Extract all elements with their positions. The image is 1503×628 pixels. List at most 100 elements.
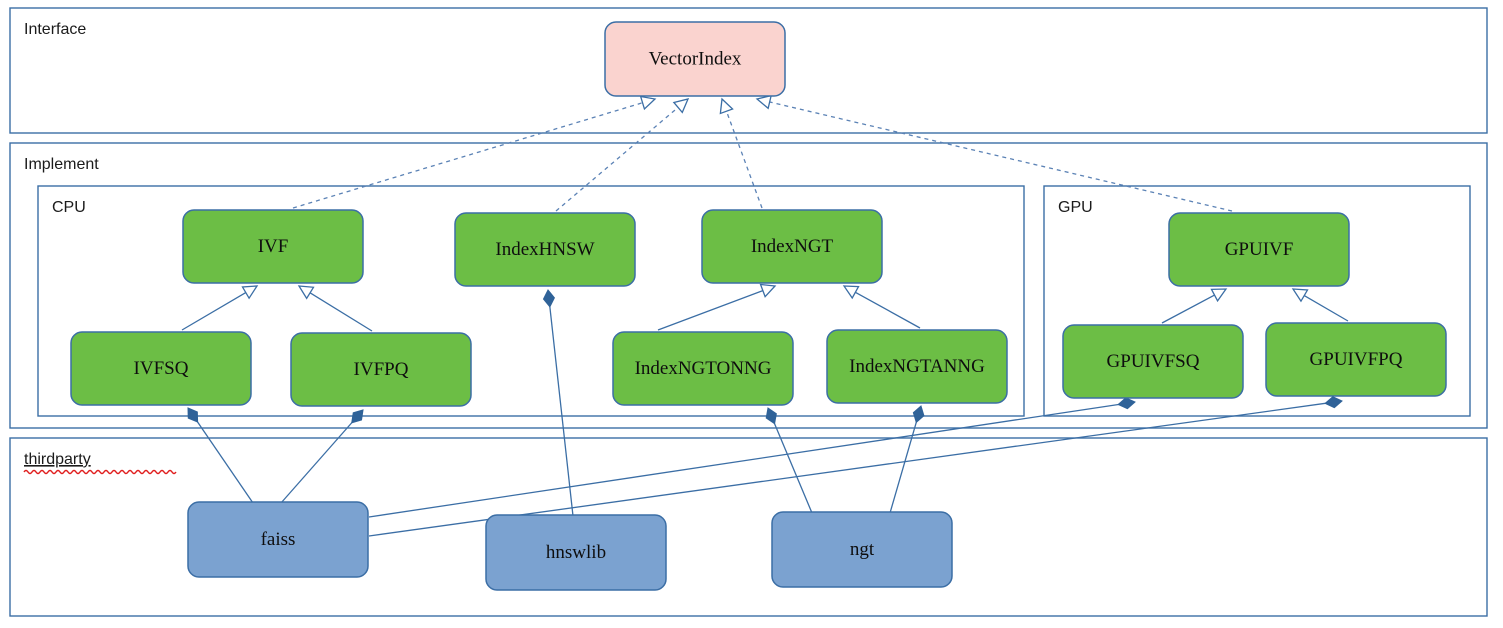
node-ngt[interactable]: ngt [771,511,953,588]
node-shape-indexngt[interactable] [701,209,883,284]
arrowhead-hollow-triangle-9 [1291,288,1309,303]
arrowhead-hollow-triangle-7 [842,285,860,300]
edge-line-7 [855,291,921,329]
node-faiss[interactable]: faiss [187,501,369,578]
edge-line-15 [773,421,813,514]
edge-indexngtanng-to-indexngt [842,285,921,329]
node-gpuivf[interactable]: GPUIVF [1168,212,1350,287]
arrowhead-filled-diamond-15 [765,407,777,425]
node-shape-indexngtonng[interactable] [612,331,794,406]
node-ivf[interactable]: IVF [182,209,364,284]
package-label-thirdparty: thirdparty [24,451,91,468]
edge-line-2 [725,110,763,209]
node-label-indexhnsw: IndexHNSW [495,239,594,260]
edge-hnswlib-to-indexhnsw [542,289,574,517]
node-shape-gpuivfpq[interactable] [1265,322,1447,397]
edge-line-10 [195,420,254,504]
node-shape-indexhnsw[interactable] [454,212,636,287]
edge-faiss-to-ivfsq [187,407,254,504]
arrowhead-hollow-triangle-4 [241,285,259,300]
node-indexngtonng[interactable]: IndexNGTONNG [612,331,794,406]
node-gpuivfsq[interactable]: GPUIVFSQ [1062,324,1244,399]
edge-ivfsq-to-ivf [181,285,259,331]
edge-line-5 [309,292,373,332]
spellcheck-underline-thirdparty [23,469,177,475]
package-label-implement: Implement [24,156,99,173]
node-label-faiss: faiss [261,529,296,550]
edge-line-16 [889,420,918,514]
node-vectorindex[interactable]: VectorIndex [604,21,786,97]
edge-line-13 [368,402,1328,537]
edge-indexhnsw-to-vectorindex [555,98,690,212]
node-label-indexngtanng: IndexNGTANNG [849,356,985,377]
edge-line-14 [549,304,574,517]
arrowhead-filled-diamond-10 [187,407,199,423]
edge-gpuivfsq-to-gpuivf [1161,288,1228,324]
edge-line-1 [555,106,679,212]
arrowhead-filled-diamond-13 [1324,396,1343,409]
arrowhead-hollow-triangle-6 [759,283,777,298]
edge-layer [181,94,1349,537]
edge-indexngtonng-to-indexngt [657,283,777,331]
node-ivfpq[interactable]: IVFPQ [290,332,472,407]
package-label-cpu: CPU [52,199,86,216]
node-shape-ivfpq[interactable] [290,332,472,407]
edge-line-8 [1161,294,1215,324]
arrowhead-hollow-triangle-5 [297,285,315,300]
node-label-indexngtonng: IndexNGTONNG [635,358,772,379]
edge-line-12 [368,403,1121,518]
edge-line-3 [769,101,1233,212]
node-label-vectorindex: VectorIndex [649,48,742,69]
node-label-gpuivfpq: GPUIVFPQ [1310,349,1403,370]
edge-line-9 [1303,294,1349,322]
edge-gpuivfpq-to-gpuivf [1291,288,1349,322]
edge-faiss-to-gpuivfpq [368,396,1343,537]
node-shape-ivfsq[interactable] [70,331,252,406]
arrowhead-hollow-triangle-3 [755,94,773,110]
node-shape-vectorindex[interactable] [604,21,786,97]
node-shape-indexngtanng[interactable] [826,329,1008,404]
node-shape-hnswlib[interactable] [485,514,667,591]
node-label-gpuivfsq: GPUIVFSQ [1107,351,1200,372]
node-shape-gpuivf[interactable] [1168,212,1350,287]
edge-ivfpq-to-ivf [297,285,373,332]
edge-line-0 [292,102,643,209]
node-shape-ivf[interactable] [182,209,364,284]
arrowhead-filled-diamond-12 [1117,397,1136,410]
node-ivfsq[interactable]: IVFSQ [70,331,252,406]
edge-line-6 [657,289,764,331]
node-label-ivf: IVF [258,236,289,257]
arrowhead-filled-diamond-16 [912,405,925,424]
arrowhead-hollow-triangle-2 [719,97,734,115]
arrowhead-filled-diamond-14 [542,289,555,308]
arrowhead-hollow-triangle-1 [672,98,690,114]
node-shape-faiss[interactable] [187,501,369,578]
edge-gpuivf-to-vectorindex [755,94,1233,212]
edge-line-11 [280,420,354,504]
node-label-ivfsq: IVFSQ [134,358,189,379]
node-shape-gpuivfsq[interactable] [1062,324,1244,399]
edge-indexngt-to-vectorindex [719,97,763,209]
edge-line-4 [181,292,247,331]
arrowhead-hollow-triangle-8 [1210,288,1228,303]
edge-faiss-to-ivfpq [280,409,364,504]
node-gpuivfpq[interactable]: GPUIVFPQ [1265,322,1447,397]
node-hnswlib[interactable]: hnswlib [485,514,667,591]
edge-ivf-to-vectorindex [292,95,657,209]
node-label-indexngt: IndexNGT [751,236,834,257]
edge-ngt-to-indexngtanng [889,405,925,514]
node-label-ngt: ngt [850,539,875,560]
edge-ngt-to-indexngtonng [765,407,813,514]
node-indexngtanng[interactable]: IndexNGTANNG [826,329,1008,404]
node-label-gpuivf: GPUIVF [1225,239,1294,260]
node-label-hnswlib: hnswlib [546,542,606,563]
node-indexhnsw[interactable]: IndexHNSW [454,212,636,287]
package-label-gpu: GPU [1058,199,1093,216]
node-indexngt[interactable]: IndexNGT [701,209,883,284]
arrowhead-filled-diamond-11 [351,409,364,424]
node-shape-ngt[interactable] [771,511,953,588]
node-label-ivfpq: IVFPQ [354,359,409,380]
